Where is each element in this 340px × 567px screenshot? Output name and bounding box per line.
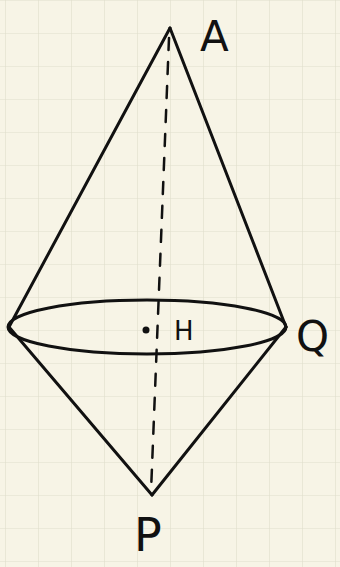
point-label: Q: [296, 316, 329, 358]
axis-dashed: [151, 38, 169, 492]
center-label: H: [174, 318, 194, 344]
vertex-label: P: [134, 512, 162, 558]
cone-edge: [9, 28, 170, 327]
cone-edge: [170, 28, 286, 327]
base-ellipse: [8, 300, 286, 354]
vertex-label: A: [200, 16, 229, 58]
center-dot: [143, 327, 150, 334]
